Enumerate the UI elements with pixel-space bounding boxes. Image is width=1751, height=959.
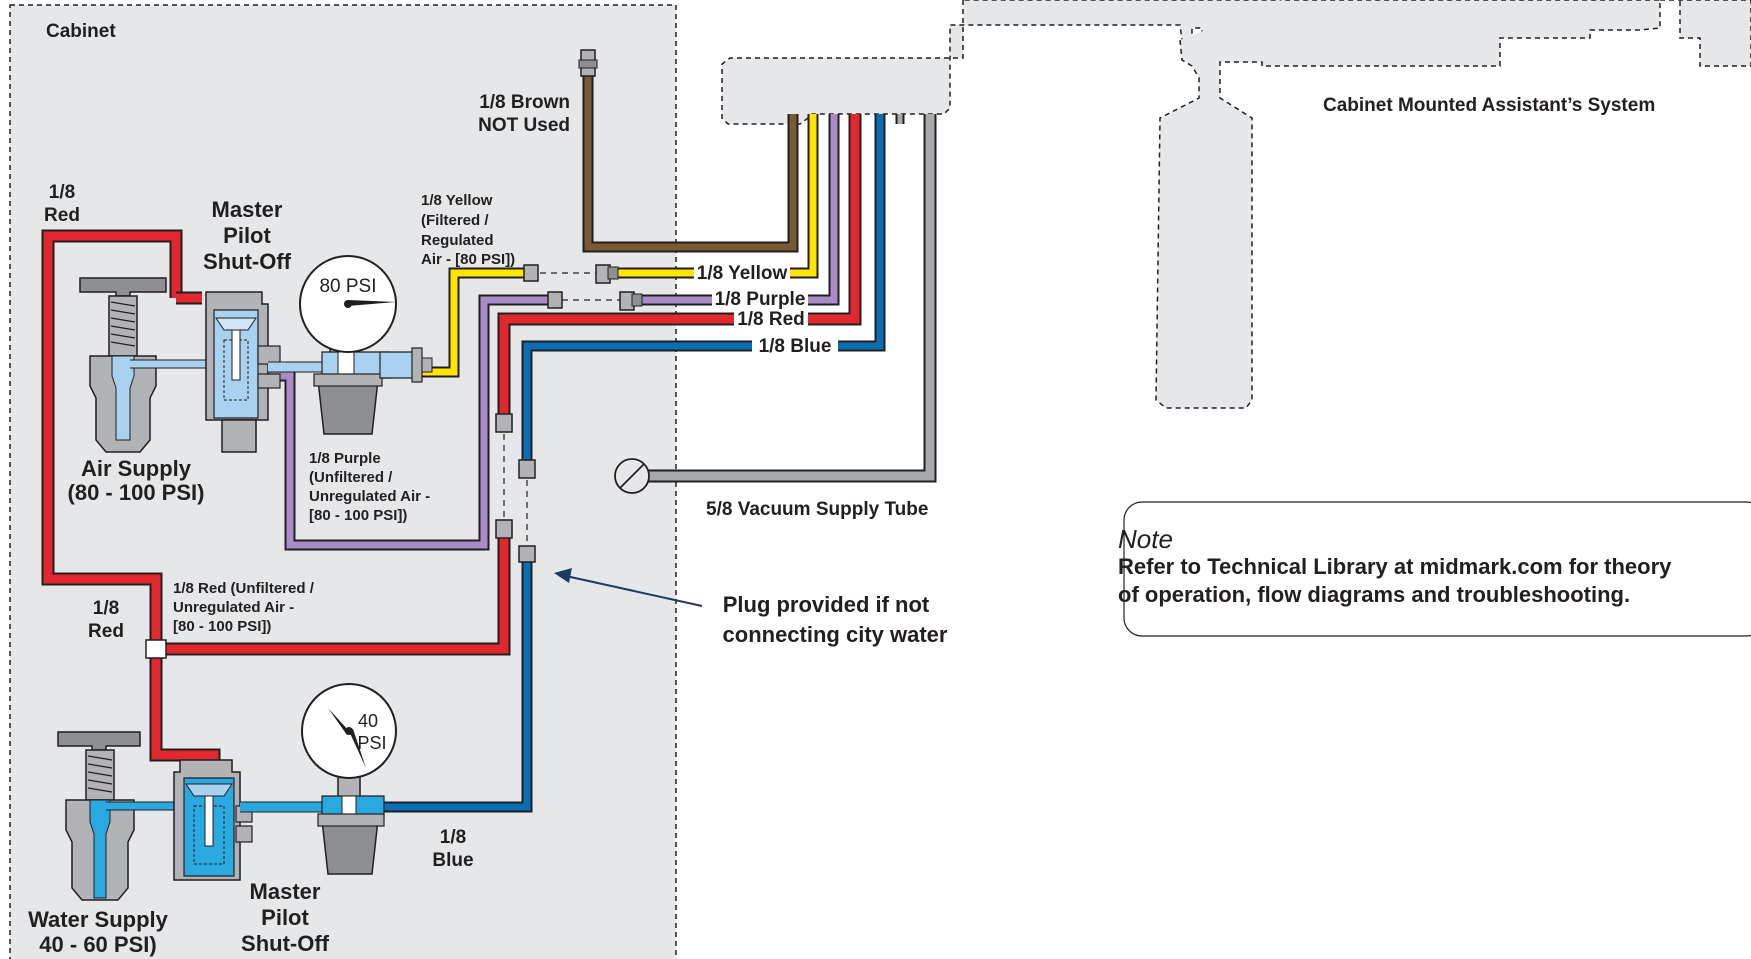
purple-desc-label-2: (Unfiltered / xyxy=(309,469,393,486)
yellow-fitting-left xyxy=(523,264,539,282)
purple-desc-label-1: 1/8 Purple xyxy=(309,450,381,467)
air-supply-label-1: Air Supply xyxy=(81,456,192,481)
yellow-tube xyxy=(420,114,819,378)
vacuum-tube xyxy=(614,114,937,494)
master-bottom-label-3: Shut-Off xyxy=(241,931,330,956)
yellow-desc-label-1: 1/8 Yellow xyxy=(421,192,493,209)
red-desc-label-2: Unregulated Air - xyxy=(173,599,294,616)
yellow-desc-label-3: Regulated xyxy=(421,232,494,249)
blue-bottom-label-2: Blue xyxy=(432,850,473,871)
gauge-40psi xyxy=(301,683,397,875)
brown-tube-fitting xyxy=(578,59,598,69)
plug-label-1: Plug provided if not xyxy=(723,592,930,617)
tube-label-red: 1/8 Red xyxy=(737,309,805,330)
master-top-label-3: Shut-Off xyxy=(203,249,292,274)
air-supply-label-2: (80 - 100 PSI) xyxy=(68,480,205,505)
red-fitting-upper xyxy=(495,413,513,433)
master-top-label-2: Pilot xyxy=(223,223,271,248)
cabinet-label: Cabinet xyxy=(46,21,116,42)
yellow-desc-label-4: Air - [80 PSI]) xyxy=(421,251,515,268)
note-box xyxy=(1123,501,1751,637)
tube-label-purple: 1/8 Purple xyxy=(715,289,806,310)
master-pilot-shutoff-top xyxy=(205,291,323,453)
purple-fitting-left xyxy=(547,291,563,309)
tube-label-blue: 1/8 Blue xyxy=(759,336,832,357)
red-desc-label-1: 1/8 Red (Unfiltered / xyxy=(173,580,315,597)
note-line-2: of operation, flow diagrams and troubles… xyxy=(1118,582,1630,607)
note-line-1: Refer to Technical Library at midmark.co… xyxy=(1118,554,1672,579)
water-supply-valve xyxy=(57,731,181,901)
gauge-80psi xyxy=(299,255,433,435)
red-tube xyxy=(41,114,862,780)
assistant-system-outline xyxy=(721,0,1751,409)
blue-fitting-upper xyxy=(518,459,536,479)
gauge-bottom-label-2: PSI xyxy=(357,733,386,753)
note-title: Note xyxy=(1118,524,1173,554)
blue-fitting-plug xyxy=(518,545,536,563)
master-pilot-shutoff-bottom xyxy=(173,759,329,881)
red-top-label-2: Red xyxy=(44,205,80,226)
master-top-label-1: Master xyxy=(212,197,283,222)
gauge-top-label: 80 PSI xyxy=(319,276,376,297)
master-bottom-label-2: Pilot xyxy=(261,905,309,930)
tube-label-yellow: 1/8 Yellow xyxy=(697,263,788,284)
air-supply-valve xyxy=(79,277,209,453)
red-top-label-1: 1/8 xyxy=(49,182,75,203)
plug-label-2: connecting city water xyxy=(723,622,948,647)
red-tee-fitting xyxy=(145,639,167,659)
purple-desc-label-3: Unregulated Air - xyxy=(309,488,430,505)
water-supply-label-1: Water Supply xyxy=(28,907,169,932)
plug-arrow xyxy=(554,568,703,607)
brown-tube-label-2: NOT Used xyxy=(478,115,570,136)
water-supply-label-2: 40 - 60 PSI) xyxy=(39,932,156,957)
gauge-bottom-label-1: 40 xyxy=(358,711,378,731)
yellow-desc-label-2: (Filtered / xyxy=(421,212,489,229)
red-mid-label-1: 1/8 xyxy=(93,598,119,619)
red-mid-label-2: Red xyxy=(88,621,124,642)
red-fitting-lower xyxy=(495,519,513,539)
blue-tube xyxy=(380,114,886,813)
red-desc-label-3: [80 - 100 PSI]) xyxy=(173,618,271,635)
blue-bottom-label-1: 1/8 xyxy=(440,827,466,848)
vacuum-label: 5/8 Vacuum Supply Tube xyxy=(706,499,928,520)
purple-desc-label-4: [80 - 100 PSI]) xyxy=(309,507,407,524)
purple-tube xyxy=(264,114,840,551)
master-bottom-label-1: Master xyxy=(250,879,321,904)
brown-tube-label-1: 1/8 Brown xyxy=(479,92,570,113)
brown-tube xyxy=(578,49,799,253)
assistant-system-label: Cabinet Mounted Assistant’s System xyxy=(1323,95,1655,116)
